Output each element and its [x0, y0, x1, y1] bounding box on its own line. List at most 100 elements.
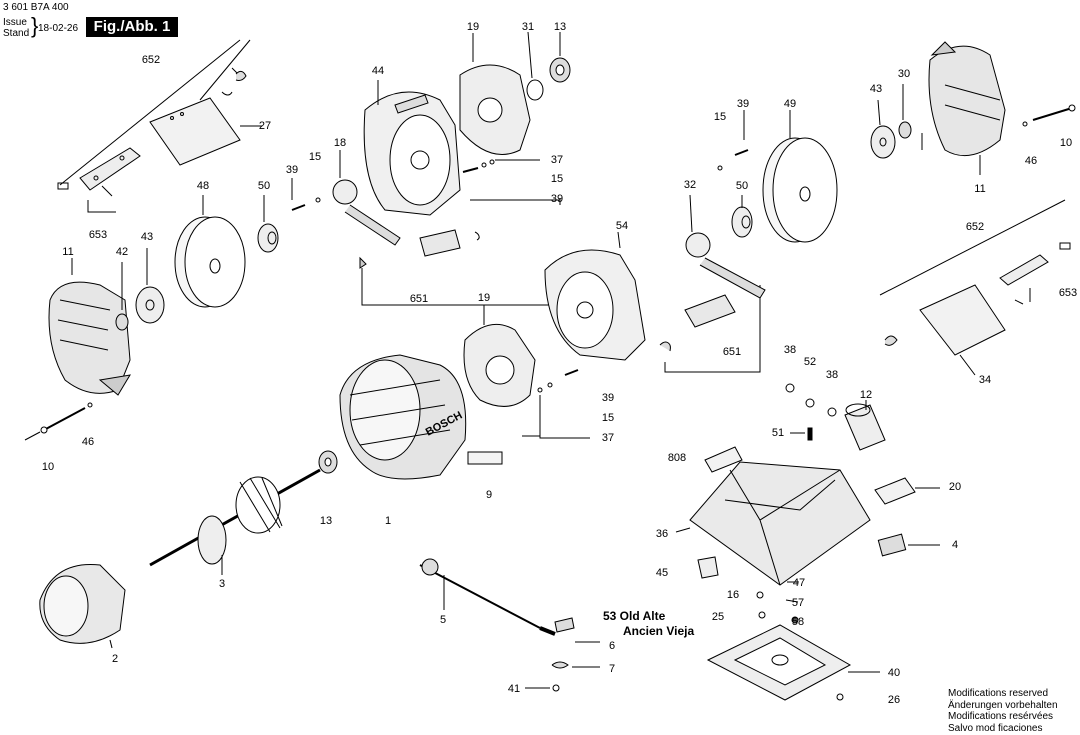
callout-number: 43 — [870, 83, 882, 95]
part-51-connector — [790, 427, 813, 441]
callout-number: 18 — [334, 137, 346, 149]
document-code: 3 601 B7A 400 — [3, 2, 69, 13]
callout-number: 652 — [142, 54, 160, 66]
callout-number: 43 — [141, 231, 153, 243]
callout-number: 48 — [197, 180, 209, 192]
part-18-tool-rest — [332, 150, 401, 246]
callout-number: 5 — [440, 614, 446, 626]
part-808-label — [704, 446, 743, 473]
part-20-label — [874, 477, 940, 505]
callout-number: 15 — [602, 412, 614, 424]
part-10-screw-left — [40, 402, 93, 434]
callout-number: 15 — [714, 111, 726, 123]
callout-number: 651 — [410, 293, 428, 305]
stand-label: Stand — [3, 28, 30, 39]
callout-number: 39 — [551, 193, 563, 205]
callout-number: 652 — [966, 221, 984, 233]
callout-number: 34 — [979, 374, 991, 386]
callout-number: 46 — [82, 436, 94, 448]
callout-number: 13 — [320, 515, 332, 527]
note-line: Salvo mod ficaciones — [948, 722, 1043, 734]
part-54-guard-housing-right — [544, 231, 646, 361]
part-50-flange-right — [731, 195, 753, 238]
part-652-653-right-bracket — [879, 199, 1071, 346]
callout-number: 39 — [737, 98, 749, 110]
part-30-nut-right — [898, 84, 912, 139]
callout-number: 13 — [554, 21, 566, 33]
parts-6-7-41-clamp — [525, 617, 600, 692]
part-2-end-cap — [39, 563, 126, 649]
note-line: Modifications resérvées — [948, 711, 1054, 722]
callout-number: 653 — [89, 229, 107, 241]
callout-number: 3 — [219, 578, 225, 590]
part-53-label-line1: 53 Old Alte — [603, 609, 666, 623]
callout-number: 12 — [860, 389, 872, 401]
part-49-grinding-wheel-right — [762, 110, 838, 243]
issue-date: 18-02-26 — [38, 23, 79, 34]
part-42-nut — [115, 262, 129, 331]
callout-number: 51 — [772, 427, 784, 439]
part-19-side-cover-top — [459, 33, 531, 155]
part-13-bearing-top — [549, 32, 571, 83]
part-36-base — [675, 461, 871, 586]
parts-39-15-37-low — [537, 369, 590, 439]
callout-number: 30 — [898, 68, 910, 80]
part-651-right-rest — [659, 285, 761, 373]
callout-number: 25 — [712, 611, 724, 623]
callout-number: 37 — [602, 432, 614, 444]
part-651-left-rest — [359, 198, 561, 306]
callout-number: 11 — [974, 183, 985, 195]
part-45-foot — [697, 556, 719, 579]
part-12-capacitor — [844, 400, 886, 451]
note-line: Modifications reserved — [948, 688, 1049, 699]
part-32-tool-rest-right — [685, 194, 766, 299]
brace-mark: } — [31, 13, 39, 38]
callout-number: 38 — [784, 344, 796, 356]
callout-number: 2 — [112, 653, 118, 665]
callout-number: 15 — [551, 173, 563, 185]
parts-47-16-57-25-58 — [756, 581, 799, 624]
part-4-switch — [877, 533, 940, 557]
part-11-left-guard — [48, 258, 131, 396]
callout-number: 39 — [286, 164, 298, 176]
callout-number: 42 — [116, 246, 128, 258]
callout-number: 31 — [522, 21, 534, 33]
part-19-side-cover-low — [463, 305, 536, 407]
callout-number: 50 — [258, 180, 270, 192]
callout-number: 15 — [309, 151, 321, 163]
callout-number: 19 — [478, 292, 490, 304]
part-50-flange-left — [257, 195, 279, 253]
leader-lines — [24, 133, 923, 441]
callout-number: 47 — [793, 577, 805, 589]
part-11-right-guard — [928, 41, 1006, 175]
callout-number: 9 — [486, 489, 492, 501]
callout-number: 44 — [372, 65, 384, 77]
callout-number: 37 — [551, 154, 563, 166]
callout-number: 27 — [259, 120, 271, 132]
parts-38-52-washers — [785, 383, 837, 417]
part-1-motor-housing — [339, 354, 503, 480]
callout-number: 38 — [826, 369, 838, 381]
callout-number: 40 — [888, 667, 900, 679]
callout-number: 46 — [1025, 155, 1037, 167]
issue-label: Issue — [3, 17, 27, 28]
callout-number: 6 — [609, 640, 615, 652]
callout-number: 26 — [888, 694, 900, 706]
callout-number: 11 — [62, 246, 73, 258]
part-34-eye-shield-right — [919, 284, 1006, 376]
callout-number: 1 — [385, 515, 391, 527]
part-44-guard-housing — [363, 80, 461, 216]
callout-number: 54 — [616, 220, 628, 232]
part-27-eye-shield — [149, 97, 262, 166]
part-40-base-plate — [706, 624, 880, 701]
callout-number: 41 — [508, 683, 520, 695]
callout-number: 20 — [949, 481, 961, 493]
callout-number: 19 — [467, 21, 479, 33]
part-5-power-cord — [419, 558, 556, 636]
callout-number: 7 — [609, 663, 615, 675]
callout-number: 10 — [42, 461, 54, 473]
callout-number: 58 — [792, 616, 804, 628]
